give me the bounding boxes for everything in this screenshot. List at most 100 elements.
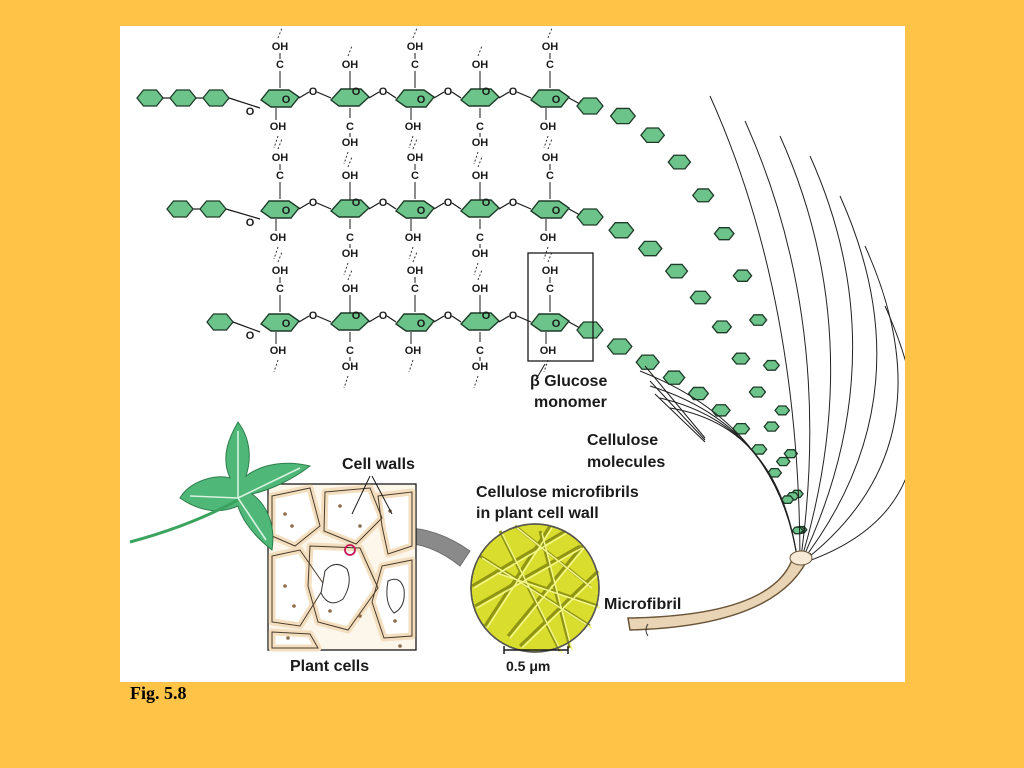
chain-bond [298, 91, 310, 99]
chain-bond [568, 321, 581, 329]
glucose-ring [329, 199, 371, 218]
molecule-strand [744, 120, 811, 565]
hydrogen-bond [473, 262, 479, 276]
hydrogen-bond [343, 375, 349, 389]
chain-bond [433, 91, 445, 99]
plant-cells-label: Plant cells [290, 658, 370, 675]
chain-bond [498, 315, 510, 323]
molecule-strand [799, 245, 899, 565]
atom-oh: OH [405, 121, 422, 133]
glucose-ring [394, 200, 436, 219]
glucose-ring [329, 312, 371, 331]
organelle-dot [290, 524, 294, 528]
atom-c: C [411, 283, 419, 295]
atom-oh: OH [272, 152, 289, 164]
atom-oh: OH [405, 232, 422, 244]
atom-c: C [276, 170, 284, 182]
hydrogen-bond [477, 156, 483, 168]
highlight-circle [344, 544, 356, 556]
chain-bond [228, 97, 261, 109]
atom-o: O [417, 205, 426, 217]
atom-o: O [417, 318, 426, 330]
molecule-strand [779, 135, 832, 565]
chain-tail-hexagon [199, 200, 227, 218]
chain-curve-hexagon [609, 107, 637, 125]
molecule-strand [659, 397, 799, 565]
cellulose-figure: O O O OH C OH O O OH C OH O O OH C OH O O OH C OH O OH C OH O O O O O… [120, 26, 905, 682]
chain-curve-hexagon [763, 421, 780, 432]
hydrogen-bond [412, 27, 418, 39]
chain-curve-hexagon [732, 269, 753, 282]
atom-oh: OH [272, 265, 289, 277]
chain-bond [516, 91, 532, 99]
glucose-ring [394, 89, 436, 108]
chain-curve-hexagon [780, 495, 795, 504]
hydrogen-bond [343, 262, 349, 276]
atom-o: O [509, 197, 518, 209]
atom-o: O [509, 86, 518, 98]
organelle-dot [393, 619, 397, 623]
micrograph-fiber-highlight [541, 532, 573, 651]
chain-curve-hexagon [689, 290, 712, 305]
glucose-ring [529, 313, 571, 332]
glucose-ring [459, 312, 501, 331]
chain-curve-hexagon [640, 127, 666, 144]
atom-oh: OH [342, 137, 359, 149]
vacuole [386, 578, 405, 614]
diagram-art: O O O OH C OH O O OH C OH O O OH C OH O O OH C OH O OH C OH O O O O O… [129, 27, 905, 654]
atom-oh: OH [540, 232, 557, 244]
atom-oh: OH [472, 137, 489, 149]
atom-oh: OH [272, 41, 289, 53]
atom-o: O [379, 86, 388, 98]
hydrogen-bond [408, 135, 414, 149]
microfibril-bundle [627, 552, 812, 631]
chain-curve-hexagon [664, 263, 689, 279]
chain-bond [298, 315, 310, 323]
scale-bar-label: 0.5 μm [506, 658, 551, 674]
atom-o: O [246, 330, 255, 342]
hydrogen-bond [273, 246, 279, 260]
atom-oh: OH [540, 345, 557, 357]
micrograph-fiber-highlight [473, 532, 568, 589]
atom-o: O [309, 197, 318, 209]
plant-cell-outline [323, 487, 383, 545]
monomer-label: monomer [534, 394, 607, 411]
atom-c: C [346, 232, 354, 244]
atom-oh: OH [342, 170, 359, 182]
atom-o: O [552, 318, 561, 330]
atom-o: O [309, 310, 318, 322]
cell-walls-pointer [351, 475, 371, 515]
atom-o: O [379, 310, 388, 322]
atom-oh: OH [542, 41, 559, 53]
hydrogen-bond [277, 138, 283, 150]
atom-c: C [546, 59, 554, 71]
atom-c: C [346, 121, 354, 133]
atom-o: O [482, 197, 491, 209]
chain-bond [368, 315, 380, 323]
atom-o: O [444, 86, 453, 98]
micrograph-fiber-highlight [501, 532, 563, 654]
figure-caption: Fig. 5.8 [130, 683, 187, 703]
hydrogen-bond [473, 151, 479, 165]
atom-oh: OH [542, 152, 559, 164]
chain-curve-hexagon [635, 354, 660, 370]
cellulose-pointer-line [649, 380, 706, 441]
glucose-ring [529, 89, 571, 108]
glucose-ring [459, 199, 501, 218]
hydrogen-bond [408, 359, 414, 373]
chain-bond [451, 202, 462, 210]
plant-cell-outline [307, 545, 379, 631]
atom-c: C [546, 283, 554, 295]
atom-o: O [482, 310, 491, 322]
chain-bond [451, 91, 462, 99]
micrograph-fiber [471, 529, 566, 588]
microfibrils-label-1: Cellulose microfibrils [476, 484, 639, 501]
micrograph-fiber-highlight [509, 547, 585, 639]
organelle-dot [398, 644, 402, 648]
organelle-dot [328, 609, 332, 613]
chain-curve-hexagon [775, 456, 791, 467]
atom-o: O [352, 86, 361, 98]
organelle-dot [283, 512, 287, 516]
beta-glucose-label: β Glucose [530, 373, 608, 390]
atom-oh: OH [472, 170, 489, 182]
